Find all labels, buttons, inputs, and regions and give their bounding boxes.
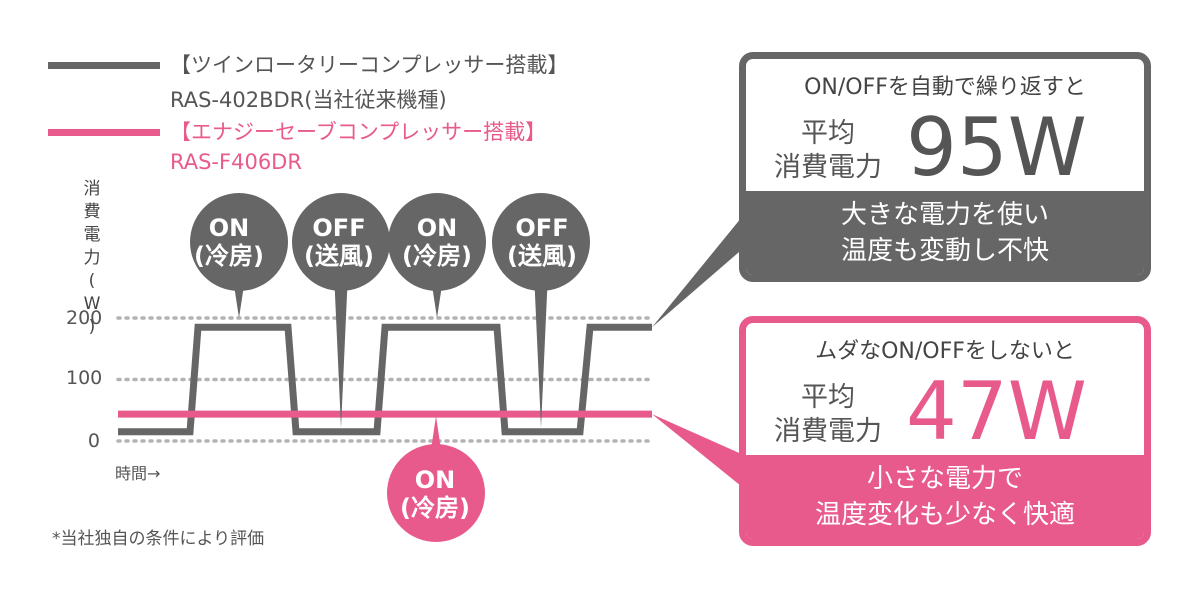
y-tick-100: 100 bbox=[66, 367, 103, 389]
pink-box-connector bbox=[652, 414, 746, 490]
legend-pink-title: 【エナジーセーブコンプレッサー搭載】 bbox=[170, 120, 547, 144]
footnote: *当社独自の条件により評価 bbox=[52, 529, 265, 549]
gray-box-footer: 大きな電力を使い温度も変動し不快 bbox=[746, 191, 1144, 275]
gray-bubble-4 bbox=[492, 193, 590, 291]
legend-pink: 【エナジーセーブコンプレッサー搭載】 bbox=[48, 119, 546, 145]
y-tick-0: 0 bbox=[87, 430, 100, 452]
x-axis-label: 時間→ bbox=[115, 464, 161, 483]
gray-label-4: OFF(送風) bbox=[507, 214, 577, 270]
legend-gray-title: 【ツインロータリーコンプレッサー搭載】 bbox=[170, 53, 569, 77]
pink-bubble bbox=[387, 444, 485, 542]
pink-result-box: ムダなON/OFFをしないと 平均消費電力 47W 小さな電力で温度変化も少なく… bbox=[739, 316, 1151, 546]
gray-bubble-1 bbox=[190, 193, 288, 291]
gray-bubble-2 bbox=[292, 193, 390, 291]
gray-box-connector bbox=[652, 212, 746, 328]
gray-bubble-pointer-4 bbox=[534, 272, 548, 428]
gray-label-1: ON(冷房) bbox=[194, 214, 264, 270]
gray-box-heading: ON/OFFを自動で繰り返すと bbox=[804, 75, 1086, 100]
legend-gray-model: RAS-402BDR(当社従来機種) bbox=[170, 88, 447, 112]
gray-box-value: 95W bbox=[906, 101, 1087, 194]
gray-result-box: ON/OFFを自動で繰り返すと 平均消費電力 95W 大きな電力を使い温度も変動… bbox=[739, 52, 1151, 282]
y-tick-200: 200 bbox=[66, 307, 103, 329]
gray-label-2: OFF(送風) bbox=[304, 214, 374, 270]
pink-box-heading: ムダなON/OFFをしないと bbox=[815, 339, 1075, 364]
pink-box-footer: 小さな電力で温度変化も少なく快適 bbox=[746, 455, 1144, 539]
legend-pink-swatch bbox=[48, 128, 160, 136]
gray-bubble-pointer-2 bbox=[334, 272, 348, 428]
pink-box-avg-label: 平均消費電力 bbox=[774, 382, 882, 447]
gray-bubble-3 bbox=[388, 193, 486, 291]
legend-gray-swatch bbox=[48, 61, 160, 69]
pink-box-value: 47W bbox=[906, 365, 1087, 458]
legend-gray: 【ツインロータリーコンプレッサー搭載】 bbox=[48, 52, 568, 78]
y-axis-label: 消費電力(W) bbox=[83, 179, 101, 337]
legend-pink-model: RAS-F406DR bbox=[170, 150, 302, 174]
pink-label: ON(冷房) bbox=[400, 466, 470, 522]
gray-label-3: ON(冷房) bbox=[402, 214, 472, 270]
gray-box-avg-label: 平均消費電力 bbox=[774, 118, 882, 183]
